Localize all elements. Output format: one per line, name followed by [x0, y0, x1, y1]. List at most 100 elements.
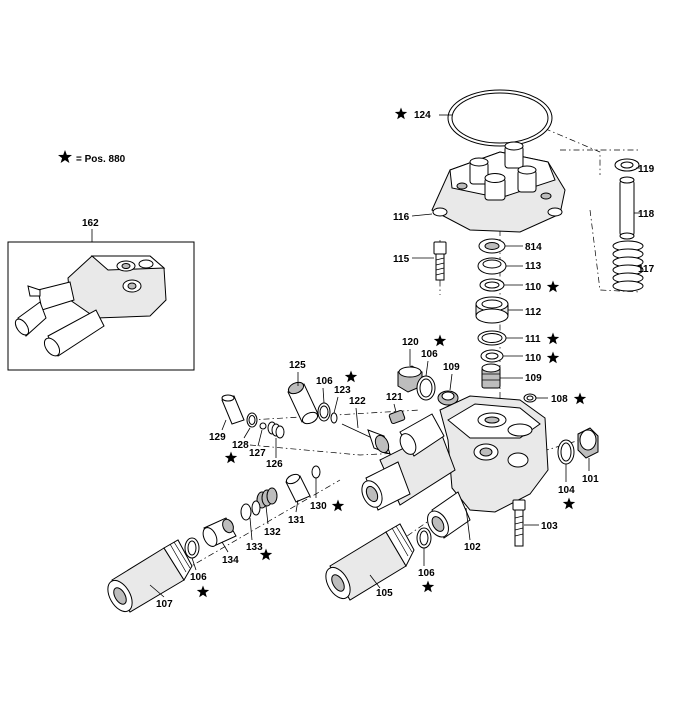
oring-128: [246, 412, 258, 428]
spring-121: [388, 409, 406, 425]
bolt-103: [512, 499, 526, 547]
oring-123: [330, 412, 338, 424]
part-number-label: 122: [349, 396, 366, 407]
callout-p129: 129: [209, 419, 227, 443]
callout-p104: 104: [558, 464, 576, 510]
valve-109-left: [437, 390, 459, 406]
leader-line: [191, 557, 197, 571]
star-icon: [433, 334, 447, 347]
fitting-107: [107, 539, 193, 613]
part-number-label: 103: [541, 521, 558, 532]
cap-131: [285, 473, 311, 503]
part-number-label: 118: [638, 209, 655, 220]
part-number-label: 129: [209, 432, 226, 443]
fitting-105: [325, 523, 415, 601]
callout-p130: 130: [310, 478, 345, 512]
callout-p123: 123: [333, 370, 358, 414]
part-number-label: 113: [525, 261, 542, 272]
callout-p109b: 109: [500, 373, 542, 384]
oring-106-upper: [416, 375, 436, 401]
leader-line: [465, 507, 471, 541]
callout-p122: 122: [349, 396, 366, 429]
callout-p131: 131: [288, 499, 305, 526]
part-number-label: 109: [443, 362, 460, 373]
leader-line: [221, 541, 229, 553]
part-number-label: 106: [421, 349, 438, 360]
fitting-125: [287, 381, 319, 425]
part-number-label: 121: [386, 392, 403, 403]
leader-line: [295, 499, 299, 513]
star-icon: [562, 497, 576, 510]
leader-line: [411, 213, 433, 217]
callout-p106c: 106: [190, 557, 210, 598]
piston-122: [341, 423, 391, 455]
part-number-label: 106: [190, 572, 207, 583]
part-number-label: 814: [525, 242, 542, 253]
part-number-label: 120: [402, 337, 419, 348]
legend-star-icon: [58, 150, 72, 163]
part-number-label: 110: [525, 282, 542, 293]
spring-126: [267, 421, 285, 439]
leader-line: [149, 584, 165, 598]
callout-p120: 120: [402, 334, 447, 366]
part-number-label: 126: [266, 459, 283, 470]
callout-p108: 108: [536, 392, 587, 405]
part-number-label: 106: [316, 376, 333, 387]
spring-132: [256, 487, 278, 509]
callout-p110a: 110: [504, 280, 560, 293]
callout-p124: 124: [394, 107, 452, 121]
star-icon: [259, 548, 273, 561]
callout-p116: 116: [393, 212, 433, 223]
ball-127: [259, 422, 267, 430]
part-number-label: 110: [525, 353, 542, 364]
callout-p112: 112: [508, 307, 542, 318]
part-number-label: 101: [582, 474, 599, 485]
callout-p103: 103: [524, 521, 558, 532]
star-icon: [394, 107, 408, 120]
oring-124: [447, 89, 553, 147]
callout-p110b: 110: [503, 351, 560, 364]
part-number-label: 107: [156, 599, 173, 610]
callout-p132: 132: [264, 505, 281, 538]
part-labels: 1241191181171161158141131101121111101201…: [149, 107, 655, 610]
part-number-label: 128: [232, 440, 249, 451]
part-number-label: 108: [551, 394, 568, 405]
star-icon: [344, 370, 358, 383]
callout-p102: 102: [464, 507, 481, 553]
seal-stack: [475, 238, 509, 363]
part-number-label: 104: [558, 485, 575, 496]
part-number-label: 111: [525, 334, 541, 345]
star-icon: [421, 580, 435, 593]
callout-p814: 814: [505, 242, 542, 253]
part-number-label: 124: [414, 110, 431, 121]
callout-p133: 133: [246, 517, 273, 561]
inset-manifold-illustration: [14, 255, 167, 357]
callout-p101: 101: [582, 458, 599, 485]
plug-120: [397, 365, 423, 393]
callout-p119: 119: [636, 164, 655, 175]
part-number-label: 112: [525, 307, 542, 318]
oring-106-unloader: [317, 402, 331, 422]
bolt-115: [433, 241, 447, 281]
cylinder-head-116: [431, 141, 566, 233]
leader-line: [355, 407, 359, 429]
callout-p113: 113: [506, 261, 542, 272]
callout-p126: 126: [266, 438, 283, 470]
leader-line: [265, 505, 269, 525]
leader-line: [449, 373, 453, 391]
star-icon: [331, 499, 345, 512]
part-number-label: 116: [393, 212, 410, 223]
part-number-label: 106: [418, 568, 435, 579]
nozzle-129: [221, 394, 245, 425]
callout-p117: 117: [638, 264, 655, 275]
part-number-label: 125: [289, 360, 306, 371]
part-number-label: 102: [464, 542, 481, 553]
leader-line: [257, 429, 263, 447]
callout-p106b: 106: [316, 376, 333, 404]
callout-p109a: 109: [443, 362, 460, 391]
legend-text: = Pos. 880: [76, 154, 126, 165]
part-number-label: 119: [638, 164, 655, 175]
star-icon: [196, 585, 210, 598]
leader-line: [249, 517, 253, 541]
